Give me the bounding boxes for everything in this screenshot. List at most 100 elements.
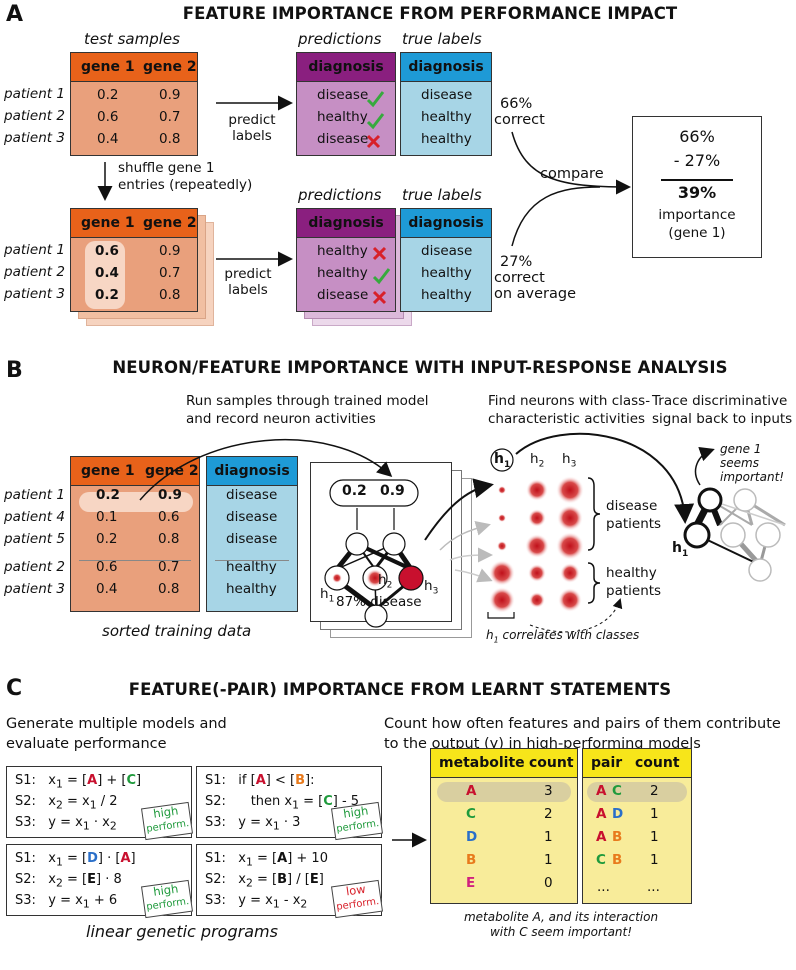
pred-cell: disease xyxy=(317,87,369,103)
h-letter: h xyxy=(530,451,539,467)
training-gene2-cell: 0.7 xyxy=(158,559,180,575)
h-letter: h xyxy=(424,578,433,594)
patient-label: patient 3 xyxy=(4,581,65,597)
step1-text: Run samples through trained model and re… xyxy=(186,392,429,428)
pair-member: A xyxy=(596,829,607,845)
hidden-node-h3 xyxy=(398,565,424,591)
gene2-header: gene 2 xyxy=(145,463,199,479)
shuffle-label: shuffle gene 1 xyxy=(118,160,215,176)
predict-word: predict xyxy=(224,266,272,282)
cell-shuf-2-2: 0.7 xyxy=(159,265,181,281)
tag-low: low xyxy=(345,881,367,899)
pair-member: B xyxy=(612,829,623,845)
h-sub: 1 xyxy=(681,548,689,559)
healthy-patients-label: healthy patients xyxy=(606,564,661,600)
traced-node xyxy=(720,522,746,548)
traced-input-node xyxy=(697,487,723,513)
training-gene1-cell: 0.2 xyxy=(96,531,118,547)
h-letter: h xyxy=(320,586,329,602)
net-in2: 0.9 xyxy=(380,483,405,499)
net-in1: 0.2 xyxy=(342,483,367,499)
panel-a-arrows xyxy=(97,91,631,305)
lgp-program-4: S1: x1 = [A] + 10 S2: x2 = [B] / [E] S3:… xyxy=(196,844,383,919)
gene1-header: gene 1 xyxy=(81,215,135,231)
training-gene2-cell: 0.6 xyxy=(158,509,180,525)
cross-icon xyxy=(372,246,387,261)
pred-cell: disease xyxy=(317,131,369,147)
traced-output-node xyxy=(748,558,772,582)
output-node xyxy=(364,604,388,628)
shuffled-highlight xyxy=(85,241,125,309)
true-table-bottom: diagnosis disease healthy healthy xyxy=(400,208,492,312)
pair-header: pair xyxy=(591,755,623,771)
training-diagnosis-table: diagnosis xyxy=(206,456,298,612)
count-header: count xyxy=(529,755,574,771)
tag-high: high xyxy=(152,881,180,899)
training-diagnosis-cell: healthy xyxy=(226,559,277,575)
note-line1: metabolite A, and its interaction xyxy=(463,910,659,924)
pair-member: D xyxy=(612,806,624,822)
row-highlight xyxy=(437,782,571,802)
gene-important-label: gene 1 seems important! xyxy=(720,442,796,484)
pair-count: 1 xyxy=(650,829,659,845)
pred-cell: healthy xyxy=(317,243,368,259)
box-66: 66% xyxy=(679,127,715,146)
pair-member: B xyxy=(612,852,623,868)
predictions-table-top: diagnosis disease healthy disease xyxy=(296,52,396,156)
patient-label: patient 1 xyxy=(4,86,65,102)
true-cell: healthy xyxy=(421,131,472,147)
patient-label: patient 1 xyxy=(4,242,65,258)
tag-perform: perform. xyxy=(335,896,380,913)
h-sub: 3 xyxy=(570,459,577,470)
input-node xyxy=(345,532,369,556)
pair-member: A xyxy=(596,806,607,822)
metabolite-count: 2 xyxy=(544,806,553,822)
true-cell: disease xyxy=(421,243,473,259)
true-cell: healthy xyxy=(421,287,472,303)
importance-box: 66% - 27% 39% importance (gene 1) xyxy=(632,116,762,258)
patient-label: patient 1 xyxy=(4,487,65,503)
pct-top: 66% xyxy=(500,96,533,112)
metabolite-name: D xyxy=(466,829,478,845)
net-h2: h2 xyxy=(378,572,392,591)
correct-bottom: correct xyxy=(494,270,545,286)
on-average: on average xyxy=(494,286,577,302)
check-icon xyxy=(366,91,385,108)
diagnosis-header: diagnosis xyxy=(308,215,384,231)
cell-top-3-1: 0.4 xyxy=(97,131,119,147)
net-h1: h1 xyxy=(320,586,334,605)
h1-label-circle xyxy=(490,448,514,472)
traced-node xyxy=(755,522,781,548)
cell-shuf-3-2: 0.8 xyxy=(159,287,181,303)
tag-perform: perform. xyxy=(145,818,190,835)
traced-h1-label: h1 xyxy=(672,540,688,559)
cell-top-2-2: 0.7 xyxy=(159,109,181,125)
pair-count: 1 xyxy=(650,852,659,868)
patient-label: patient 2 xyxy=(4,264,65,280)
gene1-header: gene 1 xyxy=(81,463,135,479)
correlates-text: correlates with classes xyxy=(502,628,640,642)
pair-member: C xyxy=(612,783,622,799)
patients-word: patients xyxy=(606,583,662,599)
disease-word: disease xyxy=(606,498,658,514)
step3-text: Trace discriminative signal back to inpu… xyxy=(652,392,792,428)
grid-h1: h1 xyxy=(494,451,510,470)
note-line2: with C seem important! xyxy=(489,925,633,939)
grid-h2: h2 xyxy=(530,451,544,470)
diagnosis-header: diagnosis xyxy=(308,59,384,75)
predict-labels-bottom: predict labels xyxy=(218,266,278,298)
net-output: 87% disease xyxy=(336,594,422,610)
pair-count: 2 xyxy=(650,783,659,799)
gene-table-shuffled: gene 1 gene 2 0.6 0.9 0.4 0.7 0.2 0.8 xyxy=(70,208,198,312)
training-diagnosis-cell: disease xyxy=(226,531,278,547)
step3-line1: Trace discriminative xyxy=(652,393,788,409)
diagnosis-header: diagnosis xyxy=(214,463,290,479)
traced-input-node xyxy=(733,488,757,512)
cell-top-2-1: 0.6 xyxy=(97,109,119,125)
cell-shuf-1-1: 0.6 xyxy=(95,243,119,259)
step2-line2: characteristic activities xyxy=(488,411,646,427)
predictions-label-bottom: predictions xyxy=(298,186,382,204)
